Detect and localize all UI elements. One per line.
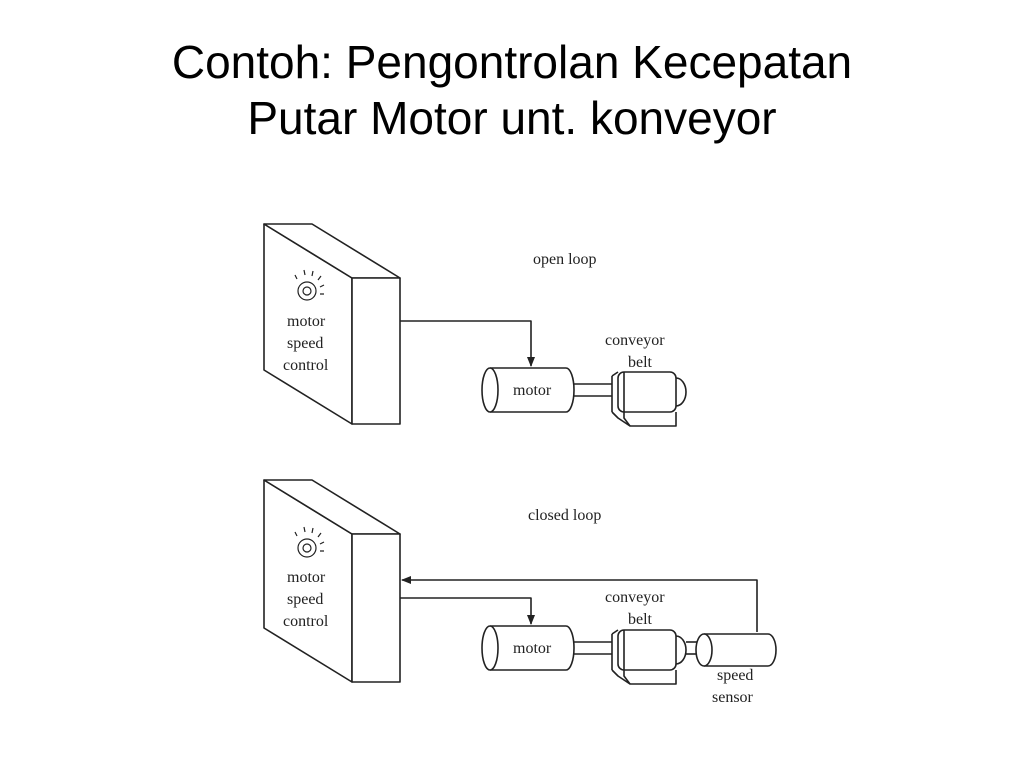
motor-end-cap [481,625,499,671]
controller-label-line2: speed [287,591,323,608]
control-signal-arrow [400,320,535,367]
closed-loop-caption: closed loop [528,507,601,524]
controller-label-line1: motor [287,569,326,586]
speed-sensor: speed sensor [695,633,777,706]
controller-label-line1: motor [287,313,326,330]
motor-end-cap [481,367,499,413]
sensor-label-line1: speed [717,667,753,684]
conveyor-label-line2: belt [628,354,653,371]
conveyor-label-line1: conveyor [605,589,665,606]
closed-loop-section: closed loop motor speed control motor [263,479,777,706]
motor-label: motor [513,382,552,399]
conveyor-label-line2: belt [628,611,653,628]
feedback-signal-arrow [401,576,758,632]
motor-shaft [574,641,612,655]
motor-speed-control-box-closed: motor speed control [263,479,401,683]
conveyor-belt-body [617,371,677,413]
motor-label: motor [513,640,552,657]
controller-label-line3: control [283,613,329,630]
speed-sensor-end-cap [695,633,713,667]
motor-body [490,367,575,413]
open-loop-caption: open loop [533,251,597,268]
motor-body [490,625,575,671]
knob-dial-icon [294,269,325,301]
motor-shaft [574,383,612,397]
controller-side-face [351,533,401,683]
slide-title-line1: Contoh: Pengontrolan Kecepatan [171,36,853,88]
open-loop-section: open loop motor speed control motor [263,223,687,427]
sensor-label-line2: sensor [712,689,754,706]
control-signal-arrow [400,597,535,625]
conveyor-belt: conveyor belt [605,332,687,427]
controller-side-face [351,277,401,425]
slide-title-line2: Putar Motor unt. konveyor [247,92,777,144]
conveyor-label-line1: conveyor [605,332,665,349]
knob-dial-icon [294,526,325,558]
motor: motor [481,625,575,671]
conveyor-belt-body [617,629,677,671]
slide-title: Contoh: Pengontrolan Kecepatan Putar Mot… [0,34,1024,146]
motor-speed-control-box: motor speed control [263,223,401,425]
motor: motor [481,367,575,413]
controller-label-line2: speed [287,335,323,352]
controller-label-line3: control [283,357,329,374]
speed-sensor-body [704,633,777,667]
conveyor-belt: conveyor belt [605,589,687,685]
